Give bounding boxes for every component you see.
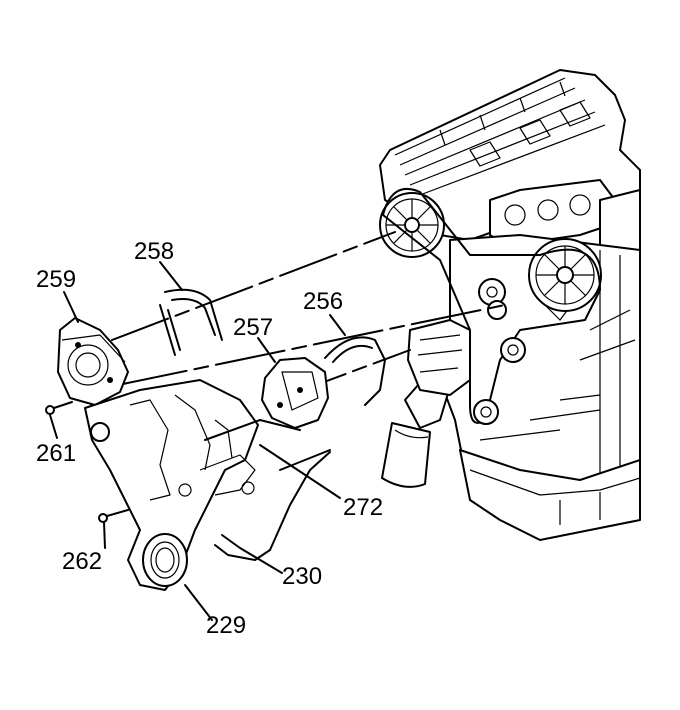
part-272-gasket-strip xyxy=(204,419,331,471)
part-lower-timing-cover xyxy=(84,379,259,591)
part-257-cover xyxy=(261,357,329,429)
part-258-gasket xyxy=(159,288,223,356)
part-256-gasket xyxy=(324,336,386,406)
part-230-gasket xyxy=(214,451,331,561)
callout-262: 262 xyxy=(62,548,103,575)
callout-259: 259 xyxy=(36,266,77,293)
callout-257: 257 xyxy=(233,314,274,341)
part-259-upper-cover xyxy=(57,317,129,406)
callout-261: 261 xyxy=(36,440,77,467)
part-261-bolt xyxy=(45,401,73,415)
callout-229: 229 xyxy=(206,612,247,639)
callout-230: 230 xyxy=(282,563,323,590)
callout-272: 272 xyxy=(343,494,384,521)
part-262-bolt xyxy=(98,509,129,523)
part-229-seal xyxy=(142,533,188,587)
leader-lines xyxy=(49,261,346,621)
callout-256: 256 xyxy=(303,288,344,315)
engine-assembly xyxy=(379,69,641,541)
cam-sprocket-left xyxy=(379,192,445,258)
cam-sprocket-right xyxy=(528,238,602,312)
callout-258: 258 xyxy=(134,238,175,265)
